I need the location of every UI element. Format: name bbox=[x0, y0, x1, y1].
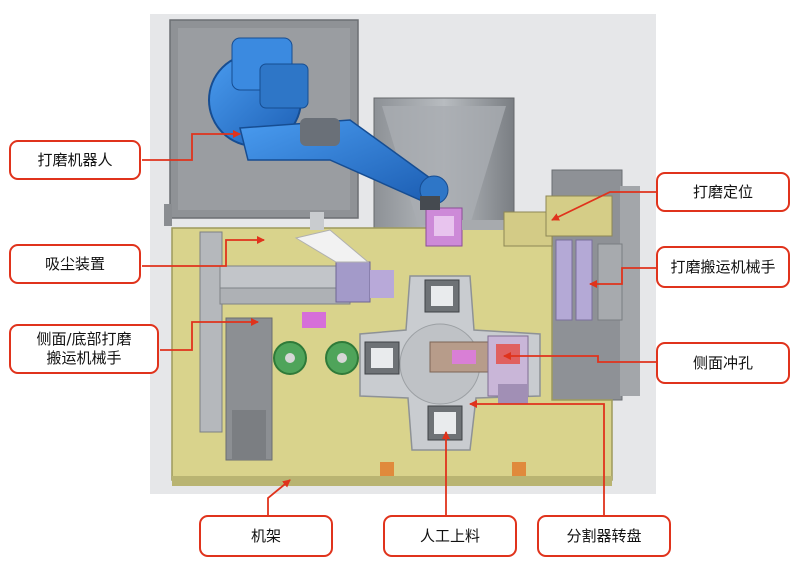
callout-label: 打磨定位 bbox=[692, 182, 753, 201]
handler-column bbox=[597, 243, 623, 321]
callout-side-bottom-handler: 侧面/底部打磨 搬运机械手 bbox=[9, 324, 159, 374]
handler-rail-1 bbox=[555, 239, 573, 321]
leader-grinding-robot bbox=[142, 130, 241, 161]
callout-grinding-handler: 打磨搬运机械手 bbox=[656, 246, 790, 288]
positioning-rail bbox=[462, 220, 510, 230]
grinding-wheel-right-hub bbox=[337, 353, 347, 363]
dust-nozzle bbox=[294, 229, 370, 263]
right-cabinet-side bbox=[620, 186, 640, 396]
callout-grinding-positioning: 打磨定位 bbox=[656, 172, 790, 212]
callout-label-line2: 搬运机械手 bbox=[46, 349, 122, 367]
callout-label: 机架 bbox=[250, 526, 281, 545]
fixture-top bbox=[424, 279, 460, 313]
leader-lines bbox=[142, 130, 657, 515]
callout-dust-collector: 吸尘装置 bbox=[9, 244, 141, 284]
slider-block-purple-2 bbox=[370, 270, 394, 298]
foot-pad-2 bbox=[512, 462, 526, 476]
frame-post-left bbox=[164, 204, 172, 226]
fixture-bottom bbox=[427, 405, 463, 441]
punch-cylinder bbox=[496, 344, 520, 364]
left-rail bbox=[199, 231, 223, 433]
leader-indexer-turntable bbox=[469, 400, 605, 515]
punch-slider-magenta bbox=[452, 350, 476, 364]
fixture-left bbox=[364, 341, 400, 375]
grinding-wheel-left-hub bbox=[285, 353, 295, 363]
handler-carriage bbox=[545, 195, 613, 237]
callout-label: 分割器转盘 bbox=[566, 526, 642, 545]
positioning-block bbox=[503, 211, 553, 247]
dust-duct bbox=[310, 212, 324, 230]
frame-edge bbox=[172, 476, 612, 486]
leader-frame bbox=[267, 479, 291, 515]
callout-side-punching: 侧面冲孔 bbox=[656, 342, 790, 384]
callout-frame: 机架 bbox=[199, 515, 333, 557]
positioning-pad bbox=[434, 216, 454, 236]
foot-pad-1 bbox=[380, 462, 394, 476]
callout-indexer-turntable: 分割器转盘 bbox=[537, 515, 671, 557]
handler-rail-2 bbox=[575, 239, 593, 321]
callout-label: 人工上料 bbox=[419, 526, 480, 545]
callout-label: 打磨搬运机械手 bbox=[670, 257, 776, 276]
leader-dust-collector bbox=[142, 236, 265, 267]
linear-module-lower bbox=[219, 287, 351, 305]
magenta-gripper-left bbox=[302, 312, 326, 328]
leader-grinding-positioning bbox=[551, 191, 657, 221]
punch-mount bbox=[498, 384, 528, 404]
left-handler-base bbox=[232, 410, 266, 460]
callout-label: 打磨机器人 bbox=[37, 150, 113, 169]
leader-side-punching bbox=[503, 352, 657, 363]
leader-side-bottom-handler bbox=[160, 318, 259, 351]
callout-grinding-robot: 打磨机器人 bbox=[9, 140, 141, 180]
callout-label-line1: 侧面/底部打磨 bbox=[36, 330, 132, 348]
leader-grinding-handler bbox=[589, 267, 657, 288]
callout-manual-loading: 人工上料 bbox=[383, 515, 517, 557]
callout-label: 侧面冲孔 bbox=[692, 353, 753, 372]
slider-block-purple bbox=[335, 261, 371, 303]
callout-label: 吸尘装置 bbox=[44, 254, 105, 273]
blue-robot bbox=[208, 37, 449, 210]
